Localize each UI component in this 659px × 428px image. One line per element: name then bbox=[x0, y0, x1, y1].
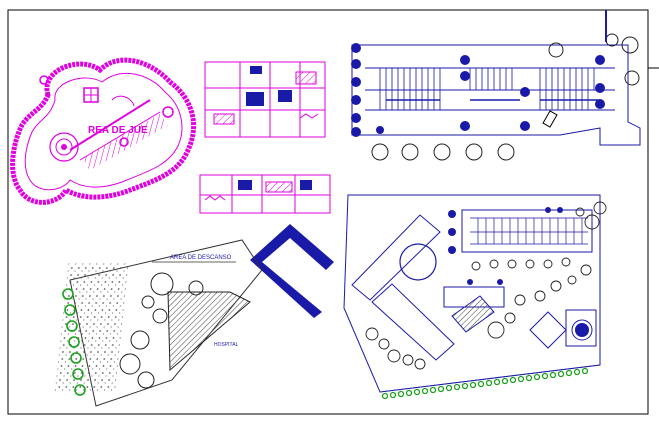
general-site-dark-trees bbox=[448, 207, 563, 285]
sheet-border bbox=[7, 9, 649, 415]
parking-detail bbox=[542, 110, 558, 128]
rest-area-label: AREA DE DESCANSO bbox=[170, 255, 232, 261]
building-wing-a bbox=[351, 214, 441, 301]
play-area-pin bbox=[162, 106, 174, 118]
hatched-walkway bbox=[451, 295, 495, 333]
play-area-plan: REA DE JUE bbox=[10, 57, 197, 205]
parking-lot-b-stalls bbox=[470, 217, 588, 245]
section-fill bbox=[213, 113, 235, 125]
building-rotunda bbox=[399, 243, 437, 281]
site-trees bbox=[119, 272, 204, 389]
site-road-edge bbox=[379, 364, 601, 393]
section-frame bbox=[199, 174, 331, 214]
section-frame bbox=[204, 61, 326, 138]
section-fill bbox=[300, 180, 312, 190]
section-fill bbox=[265, 181, 293, 193]
general-site-boundary bbox=[343, 194, 601, 393]
play-area-fountain-inner bbox=[55, 138, 73, 156]
building-wing-b bbox=[371, 283, 455, 361]
plaza-shape bbox=[565, 309, 597, 347]
play-area-pin bbox=[119, 137, 129, 147]
parking-stalls bbox=[379, 68, 595, 110]
section-stair bbox=[204, 195, 226, 201]
building-section-bottom bbox=[199, 174, 331, 214]
north-chevron bbox=[250, 224, 334, 318]
play-area-slide bbox=[111, 95, 135, 107]
parking-trees-outline bbox=[371, 33, 640, 161]
play-area-label: REA DE JUE bbox=[88, 125, 148, 136]
parking-plan bbox=[351, 10, 641, 161]
parking-lot-b bbox=[461, 209, 593, 253]
plaza-fountain-ring bbox=[571, 319, 593, 341]
site-dotted-area bbox=[54, 262, 129, 392]
play-area-outline bbox=[10, 57, 197, 205]
play-area-hatch-band bbox=[82, 113, 168, 171]
general-site-plan bbox=[343, 194, 607, 400]
building-section-top bbox=[204, 61, 326, 138]
general-site-trees bbox=[365, 201, 607, 370]
section-fill bbox=[295, 71, 317, 85]
play-area-pin bbox=[39, 75, 49, 85]
chevron-shape bbox=[250, 224, 334, 318]
plaza-fountain bbox=[575, 323, 589, 337]
site-green-trees bbox=[62, 288, 86, 396]
parking-trees-interior bbox=[376, 55, 605, 134]
section-fill bbox=[238, 180, 252, 190]
section-fill bbox=[278, 90, 292, 102]
hospital-site-plan: AREA DE DESCANSO HOSPITAL bbox=[54, 239, 263, 407]
general-site-green-hedge bbox=[381, 367, 589, 400]
play-area-path-line bbox=[79, 111, 161, 161]
section-fill bbox=[246, 92, 264, 106]
play-area-inner-outline bbox=[24, 72, 183, 191]
hospital-building bbox=[167, 291, 251, 372]
play-area-fountain-core bbox=[61, 144, 67, 150]
section-stair bbox=[299, 113, 319, 119]
parking-trees-left bbox=[351, 43, 361, 137]
play-area-path-line bbox=[69, 99, 151, 151]
section-fill bbox=[250, 66, 262, 74]
hospital-label: HOSPITAL bbox=[214, 342, 239, 348]
plaza-diamond bbox=[529, 311, 567, 349]
play-area-fountain bbox=[49, 132, 79, 162]
